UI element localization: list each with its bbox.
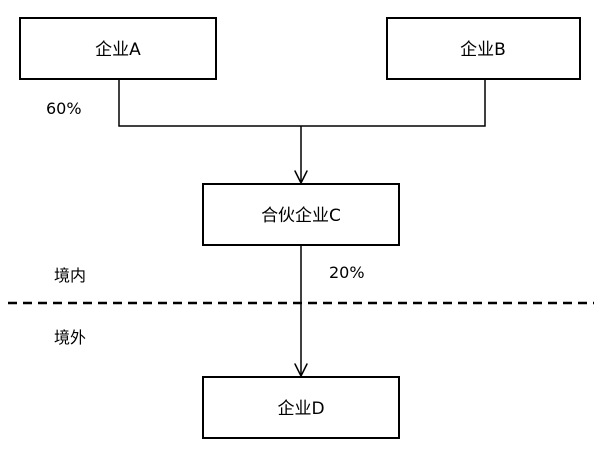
node-partnership-c-label: 合伙企业C	[261, 206, 341, 226]
connector-a-to-junction	[118, 79, 301, 127]
node-enterprise-d: 企业D	[202, 376, 400, 439]
node-enterprise-a-box	[19, 17, 217, 80]
region-label-domestic: 境内	[54, 266, 86, 285]
node-partnership-c: 合伙企业C	[202, 183, 400, 246]
share-label-c: 20%	[329, 263, 365, 282]
node-partnership-c-box	[202, 183, 400, 246]
node-enterprise-b: 企业B	[386, 17, 581, 80]
node-enterprise-b-label: 企业B	[460, 40, 506, 60]
region-label-overseas: 境外	[54, 328, 86, 347]
connector-b-to-junction	[301, 79, 486, 127]
node-enterprise-a: 企业A	[19, 17, 217, 80]
node-enterprise-d-label: 企业D	[277, 399, 324, 419]
node-enterprise-b-box	[386, 17, 581, 80]
node-enterprise-d-box	[202, 376, 400, 439]
share-label-a: 60%	[46, 99, 82, 118]
node-enterprise-a-label: 企业A	[95, 40, 141, 60]
